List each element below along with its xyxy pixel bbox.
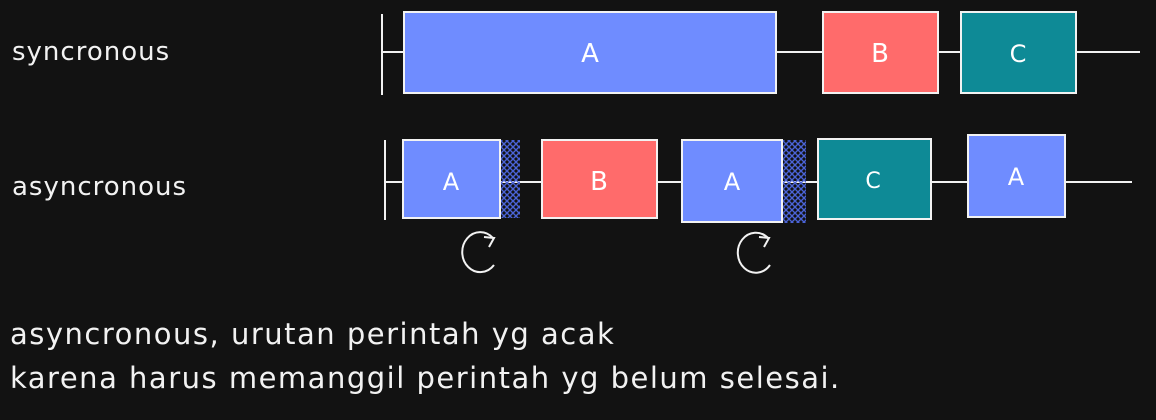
- caption: asyncronous, urutan perintah yg acak kar…: [10, 312, 841, 400]
- async-timeline: A B A C A: [384, 134, 1132, 274]
- async-block-a2-label: A: [724, 168, 741, 196]
- async-block-a1: A: [402, 139, 501, 219]
- sync-block-c-label: C: [1010, 40, 1027, 68]
- sync-block-b: B: [822, 11, 939, 94]
- sync-timeline: A B C: [381, 11, 1140, 95]
- async-block-a3-label: A: [1008, 163, 1025, 191]
- sync-block-a-label: A: [581, 39, 599, 69]
- async-row-label: asyncronous: [12, 172, 188, 202]
- async-block-c: C: [817, 138, 932, 220]
- async-block-c-label: C: [865, 169, 880, 194]
- caption-line-1: asyncronous, urutan perintah yg acak: [10, 317, 616, 351]
- sync-row-label: syncronous: [12, 37, 171, 67]
- refresh-arrow-icon: [736, 231, 771, 274]
- caption-line-2: karena harus memanggil perintah yg belum…: [10, 361, 841, 395]
- async-block-b: B: [541, 139, 658, 219]
- async-block-a3: A: [967, 134, 1066, 218]
- async-block-a2: A: [681, 139, 783, 223]
- sync-block-b-label: B: [871, 39, 889, 69]
- sync-block-c: C: [960, 11, 1077, 94]
- refresh-arrow-icon: [461, 231, 496, 274]
- async-wait-hatch-2: [781, 140, 806, 223]
- sync-block-a: A: [403, 11, 777, 94]
- async-wait-hatch-1: [498, 140, 520, 218]
- async-block-b-label: B: [590, 167, 608, 197]
- async-block-a1-label: A: [443, 168, 460, 196]
